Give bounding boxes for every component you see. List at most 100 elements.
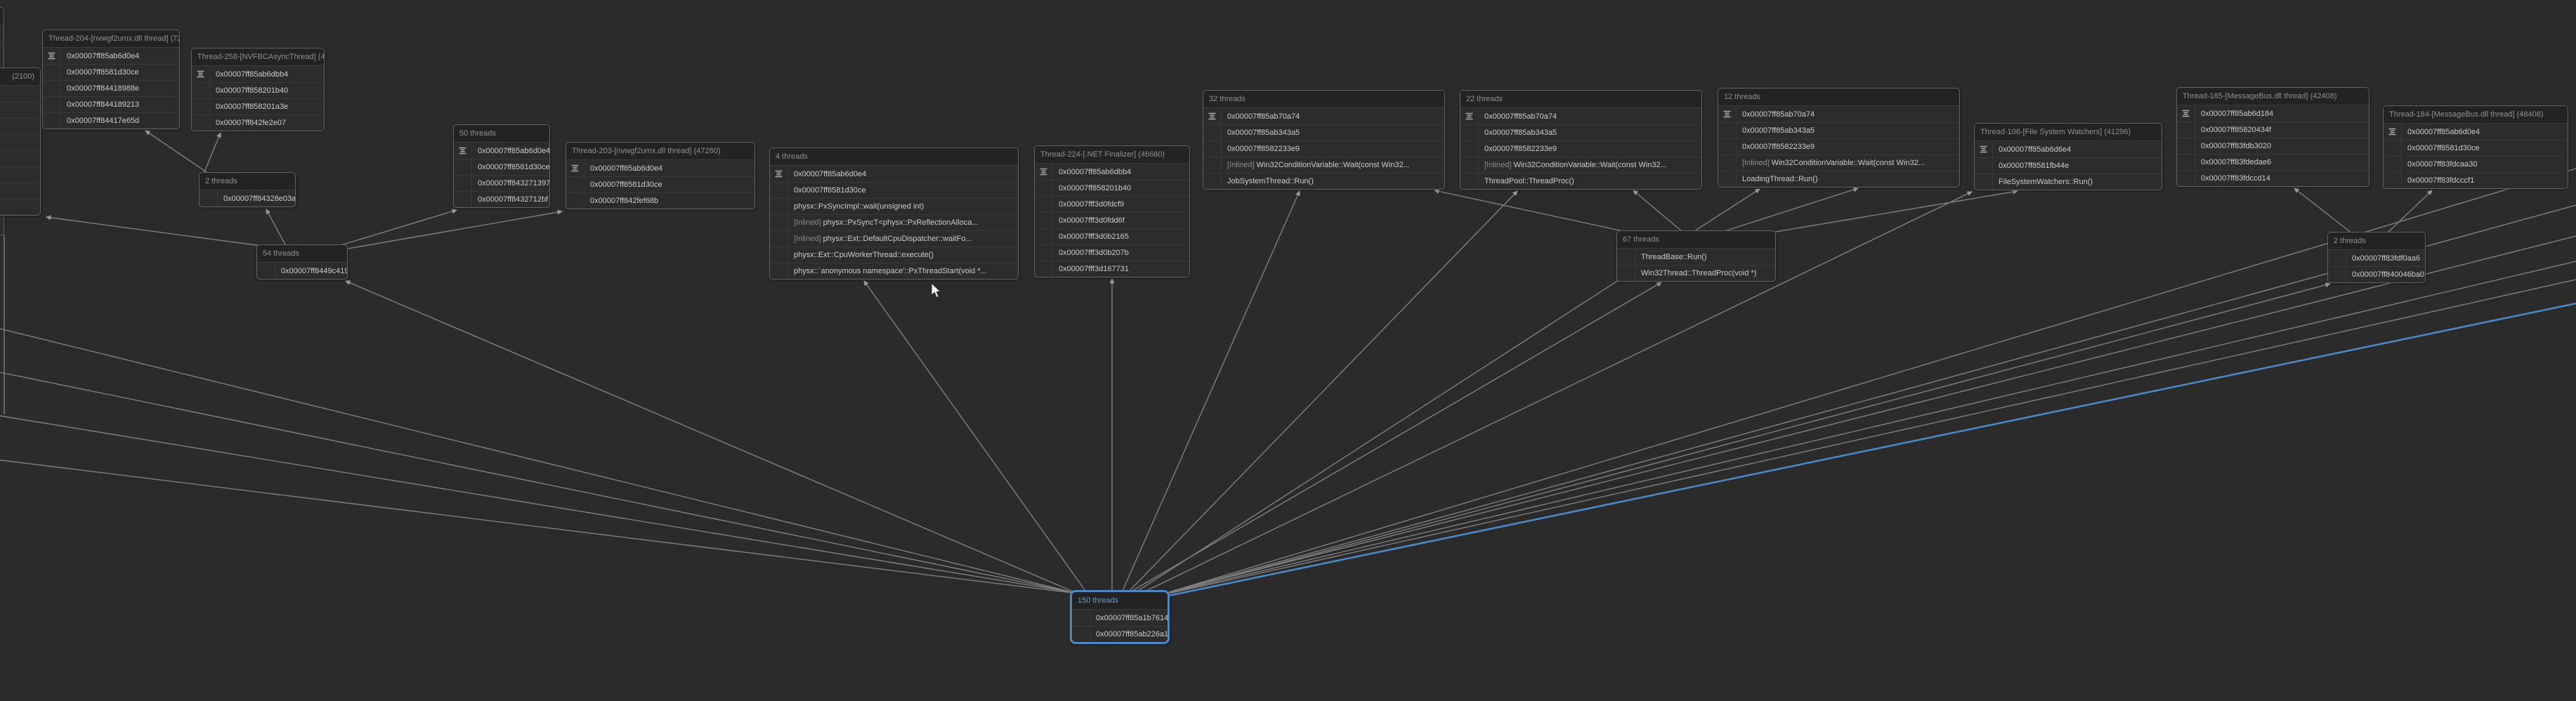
- stack-frame-row[interactable]: 0x00007ff85ab6d184: [2177, 105, 2369, 122]
- stack-frame-row[interactable]: 0x00007ff843271397: [454, 175, 549, 191]
- edge-line: [863, 280, 1086, 591]
- stack-frame-row[interactable]: 0x00007ff83fdcccf1: [2384, 172, 2568, 188]
- stack-frame-row[interactable]: [0, 41, 4, 58]
- stack-frame-row[interactable]: 0x00007ff8582233e9: [1203, 140, 1444, 157]
- stack-frame-row[interactable]: 0x00007ff83fdf0aa6: [2328, 250, 2425, 266]
- stack-frame-row[interactable]: 0x00007ff842fef68b: [566, 192, 754, 209]
- stack-frame-row[interactable]: 0x00007ff858201b40: [192, 82, 324, 98]
- node-thread-184[interactable]: Thread-184-[MessageBus.dll thread] (4840…: [2383, 105, 2568, 189]
- stack-frame-row[interactable]: 0x00007ff83fdccd14: [2177, 170, 2369, 186]
- stack-frame-row[interactable]: physx::PxSyncImpl::wait(unsigned int): [770, 198, 1018, 214]
- stack-frame-row[interactable]: [0, 102, 40, 118]
- stack-frame-row[interactable]: 0x00007ff83fdcaa30: [2384, 156, 2568, 172]
- stack-frame-row[interactable]: 0x00007ff85ab343a5: [1460, 124, 1701, 140]
- node-thread-224-finalizer[interactable]: Thread-224-[.NET Finalizer] (46680)0x000…: [1034, 145, 1190, 277]
- stack-frame-row[interactable]: 0x00007ff85ab343a5: [1718, 122, 1959, 138]
- stack-frame-row[interactable]: [Inlined] physx::Ext::DefaultCpuDispatch…: [770, 230, 1018, 247]
- frame-text: 0x00007ff85ab226a1: [1096, 630, 1168, 638]
- stack-frame-row[interactable]: [0, 183, 40, 199]
- stack-frame-row[interactable]: [Inlined] Win32ConditionVariable::Wait(c…: [1718, 155, 1959, 171]
- node-thread-106[interactable]: Thread-106-[File System Watchers] (41296…: [1974, 123, 2162, 190]
- stack-frame-row[interactable]: [0, 219, 4, 235]
- stack-frame-row[interactable]: 0x00007ff842fe2e07: [192, 114, 324, 131]
- stack-frame-row[interactable]: 0x00007fff3d0fdcf9: [1035, 196, 1189, 212]
- stack-frame-row[interactable]: 0x00007ff83fdedae6: [2177, 154, 2369, 170]
- stack-frame-row[interactable]: [0, 199, 40, 215]
- stack-frame-row[interactable]: 0x00007ff85ab70a74: [1460, 108, 1701, 124]
- stack-frame-row[interactable]: 0x00007ff840046ba0: [2328, 266, 2425, 282]
- stack-frame-row[interactable]: [0, 134, 40, 150]
- stack-frame-row[interactable]: 0x00007ff85ab70a74: [1718, 106, 1959, 122]
- stack-frame-row[interactable]: 0x00007ff8581d30ce: [2384, 140, 2568, 156]
- stack-frame-row[interactable]: 0x00007ff85ab6d6e4: [1975, 141, 2162, 157]
- stack-frame-row[interactable]: 0x00007ff85ab6d0e4: [566, 160, 754, 176]
- stack-frame-row[interactable]: ThreadBase::Run(): [1617, 249, 1775, 265]
- stack-frame-row[interactable]: 0x00007ff85a1b7614: [1072, 610, 1168, 626]
- stack-frame-row[interactable]: [Inlined] Win32ConditionVariable::Wait(c…: [1460, 157, 1701, 173]
- stack-frame-row[interactable]: 0x00007fff3d0b207b: [1035, 244, 1189, 261]
- stack-frame-row[interactable]: [0, 86, 40, 102]
- stack-frame-row[interactable]: 0x00007ff84328e03a: [200, 190, 295, 207]
- stack-frame-row[interactable]: Win32Thread::ThreadProc(void *): [1617, 265, 1775, 281]
- stack-frame-row[interactable]: [Inlined] physx::PxSyncT<physx::PxReflec…: [770, 214, 1018, 230]
- stack-frame-row[interactable]: 0x00007fff3d0fdd6f: [1035, 212, 1189, 228]
- stack-frame-row[interactable]: FileSystemWatchers::Run(): [1975, 173, 2162, 190]
- stack-frame-row[interactable]: 0x00007ff85ab226a1: [1072, 626, 1168, 642]
- stack-frame-row[interactable]: [0, 25, 4, 41]
- node-thread-2100-clipped[interactable]: (2100): [0, 67, 41, 216]
- stack-frame-row[interactable]: 0x00007ff8581d30ce: [43, 64, 179, 80]
- stack-frame-row[interactable]: 0x00007ff8581d30ce: [566, 176, 754, 192]
- stack-frame-row[interactable]: 0x00007ff85ab6d0e4: [43, 48, 179, 64]
- stack-frame-row[interactable]: 0x00007ff83fdb3020: [2177, 138, 2369, 154]
- node-thread-258[interactable]: Thread-258-[NVFBCAsyncThread] (40476)0x0…: [191, 48, 325, 131]
- stack-frame-row[interactable]: 0x00007ff85ab343a5: [1203, 124, 1444, 140]
- stack-frame-row[interactable]: [0, 166, 40, 183]
- stack-frame-row[interactable]: 0x00007fff3d0b2165: [1035, 228, 1189, 244]
- stack-frame-row[interactable]: 0x00007ff84417e65d: [43, 112, 179, 129]
- stack-frame-row[interactable]: 0x00007ff8581d30ce: [770, 182, 1018, 198]
- node-title: Thread-203-[nvwgf2umx.dll thread] (47260…: [566, 143, 754, 160]
- stack-frame-row[interactable]: physx::Ext::CpuWorkerThread::execute(): [770, 247, 1018, 263]
- stack-frame-row[interactable]: 0x00007ff85ab6d0e4: [454, 143, 549, 159]
- stack-frame-row[interactable]: 0x00007ff8582233e9: [1718, 138, 1959, 155]
- stack-frame-row[interactable]: 0x00007ff85ab6dbb4: [192, 66, 324, 82]
- stack-frame-row[interactable]: 0x00007ff85ab6d0e4: [2384, 124, 2568, 140]
- stack-frame-row[interactable]: [0, 58, 4, 74]
- node-thread-203[interactable]: Thread-203-[nvwgf2umx.dll thread] (47260…: [565, 142, 755, 209]
- stack-frame-row[interactable]: ThreadPool::ThreadProc(): [1460, 173, 1701, 189]
- stack-frame-row[interactable]: 0x00007ff8432712bf: [454, 191, 549, 207]
- stack-frame-row[interactable]: [0, 118, 40, 134]
- stack-frame-row[interactable]: 0x00007fff3d167731: [1035, 261, 1189, 277]
- stack-frame-row[interactable]: physx::`anonymous namespace'::PxThreadSt…: [770, 263, 1018, 279]
- stack-frame-row[interactable]: LoadingThread::Run(): [1718, 171, 1959, 187]
- stack-frame-row[interactable]: 0x00007ff844189213: [43, 96, 179, 112]
- stack-frame-row[interactable]: 0x00007ff8581d30ce: [454, 159, 549, 175]
- stack-frame-row[interactable]: 0x00007ff8582233e9: [1460, 140, 1701, 157]
- stack-frame-row[interactable]: JobSystemThread::Run(): [1203, 173, 1444, 189]
- stack-frame-row[interactable]: 0x00007ff858201b40: [1035, 180, 1189, 196]
- stack-frame-row[interactable]: 0x00007ff858201a3e: [192, 98, 324, 114]
- stack-frame-row[interactable]: 0x00007ff85820434f: [2177, 122, 2369, 138]
- stack-frame-row[interactable]: 0x00007ff85ab6dbb4: [1035, 164, 1189, 180]
- stack-frame-row[interactable]: [Inlined] Win32ConditionVariable::Wait(c…: [1203, 157, 1444, 173]
- node-thread-204[interactable]: Thread-204-[nvwgf2umx.dll thread] (7244)…: [42, 30, 180, 129]
- stack-frame-row[interactable]: 0x00007ff8449c419e: [257, 263, 347, 279]
- stack-frame-row[interactable]: 0x00007ff85ab70a74: [1203, 108, 1444, 124]
- stack-frame-row[interactable]: 0x00007ff85ab6d0e4: [770, 166, 1018, 182]
- stack-frame-row[interactable]: [0, 150, 40, 166]
- stack-frame-row[interactable]: 0x00007ff8581fb44e: [1975, 157, 2162, 173]
- node-thread-185[interactable]: Thread-185-[MessageBus.dll thread] (4240…: [2176, 87, 2369, 187]
- stack-frame-row[interactable]: 0x00007ff84418988e: [43, 80, 179, 96]
